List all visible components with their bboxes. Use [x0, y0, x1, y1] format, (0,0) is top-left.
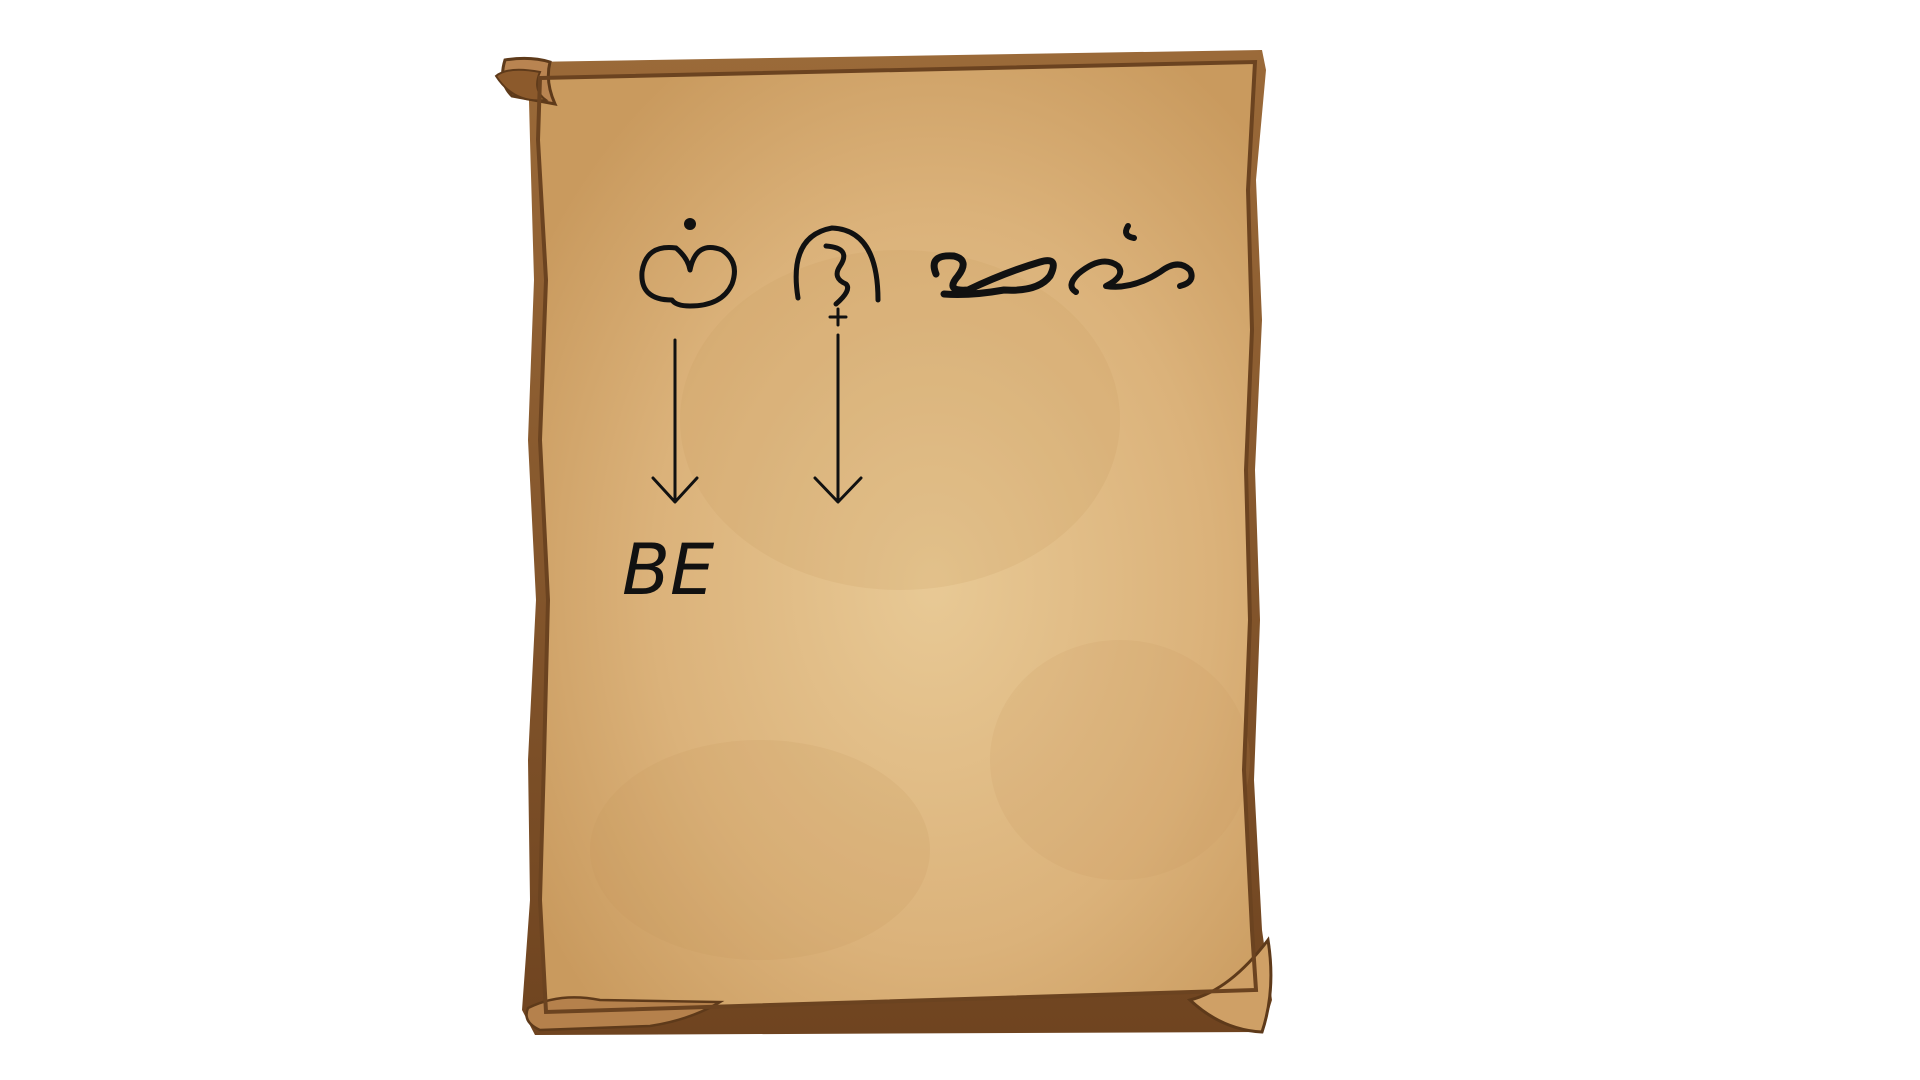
arrow-down-1: [651, 338, 699, 504]
paper-stain: [990, 640, 1250, 880]
paper-stain: [590, 740, 930, 960]
baybayin-character-ba: [639, 245, 737, 309]
baybayin-character-ba-dot: [684, 218, 696, 230]
baybayin-character-hu: [793, 225, 881, 307]
baybayin-character-3: [930, 252, 1057, 298]
arrow-down-2: [813, 333, 863, 504]
parchment-outline: [535, 59, 1259, 1015]
curled-corner-top-left-roll: [494, 68, 549, 102]
translation-label-1: BE: [622, 529, 715, 611]
baybayin-character-hu-plus: [828, 307, 848, 327]
curled-edge-bottom-left: [525, 996, 725, 1032]
curled-corner-bottom-right: [1186, 936, 1273, 1034]
paper-stain: [680, 250, 1120, 590]
baybayin-character-4: [1068, 223, 1195, 295]
